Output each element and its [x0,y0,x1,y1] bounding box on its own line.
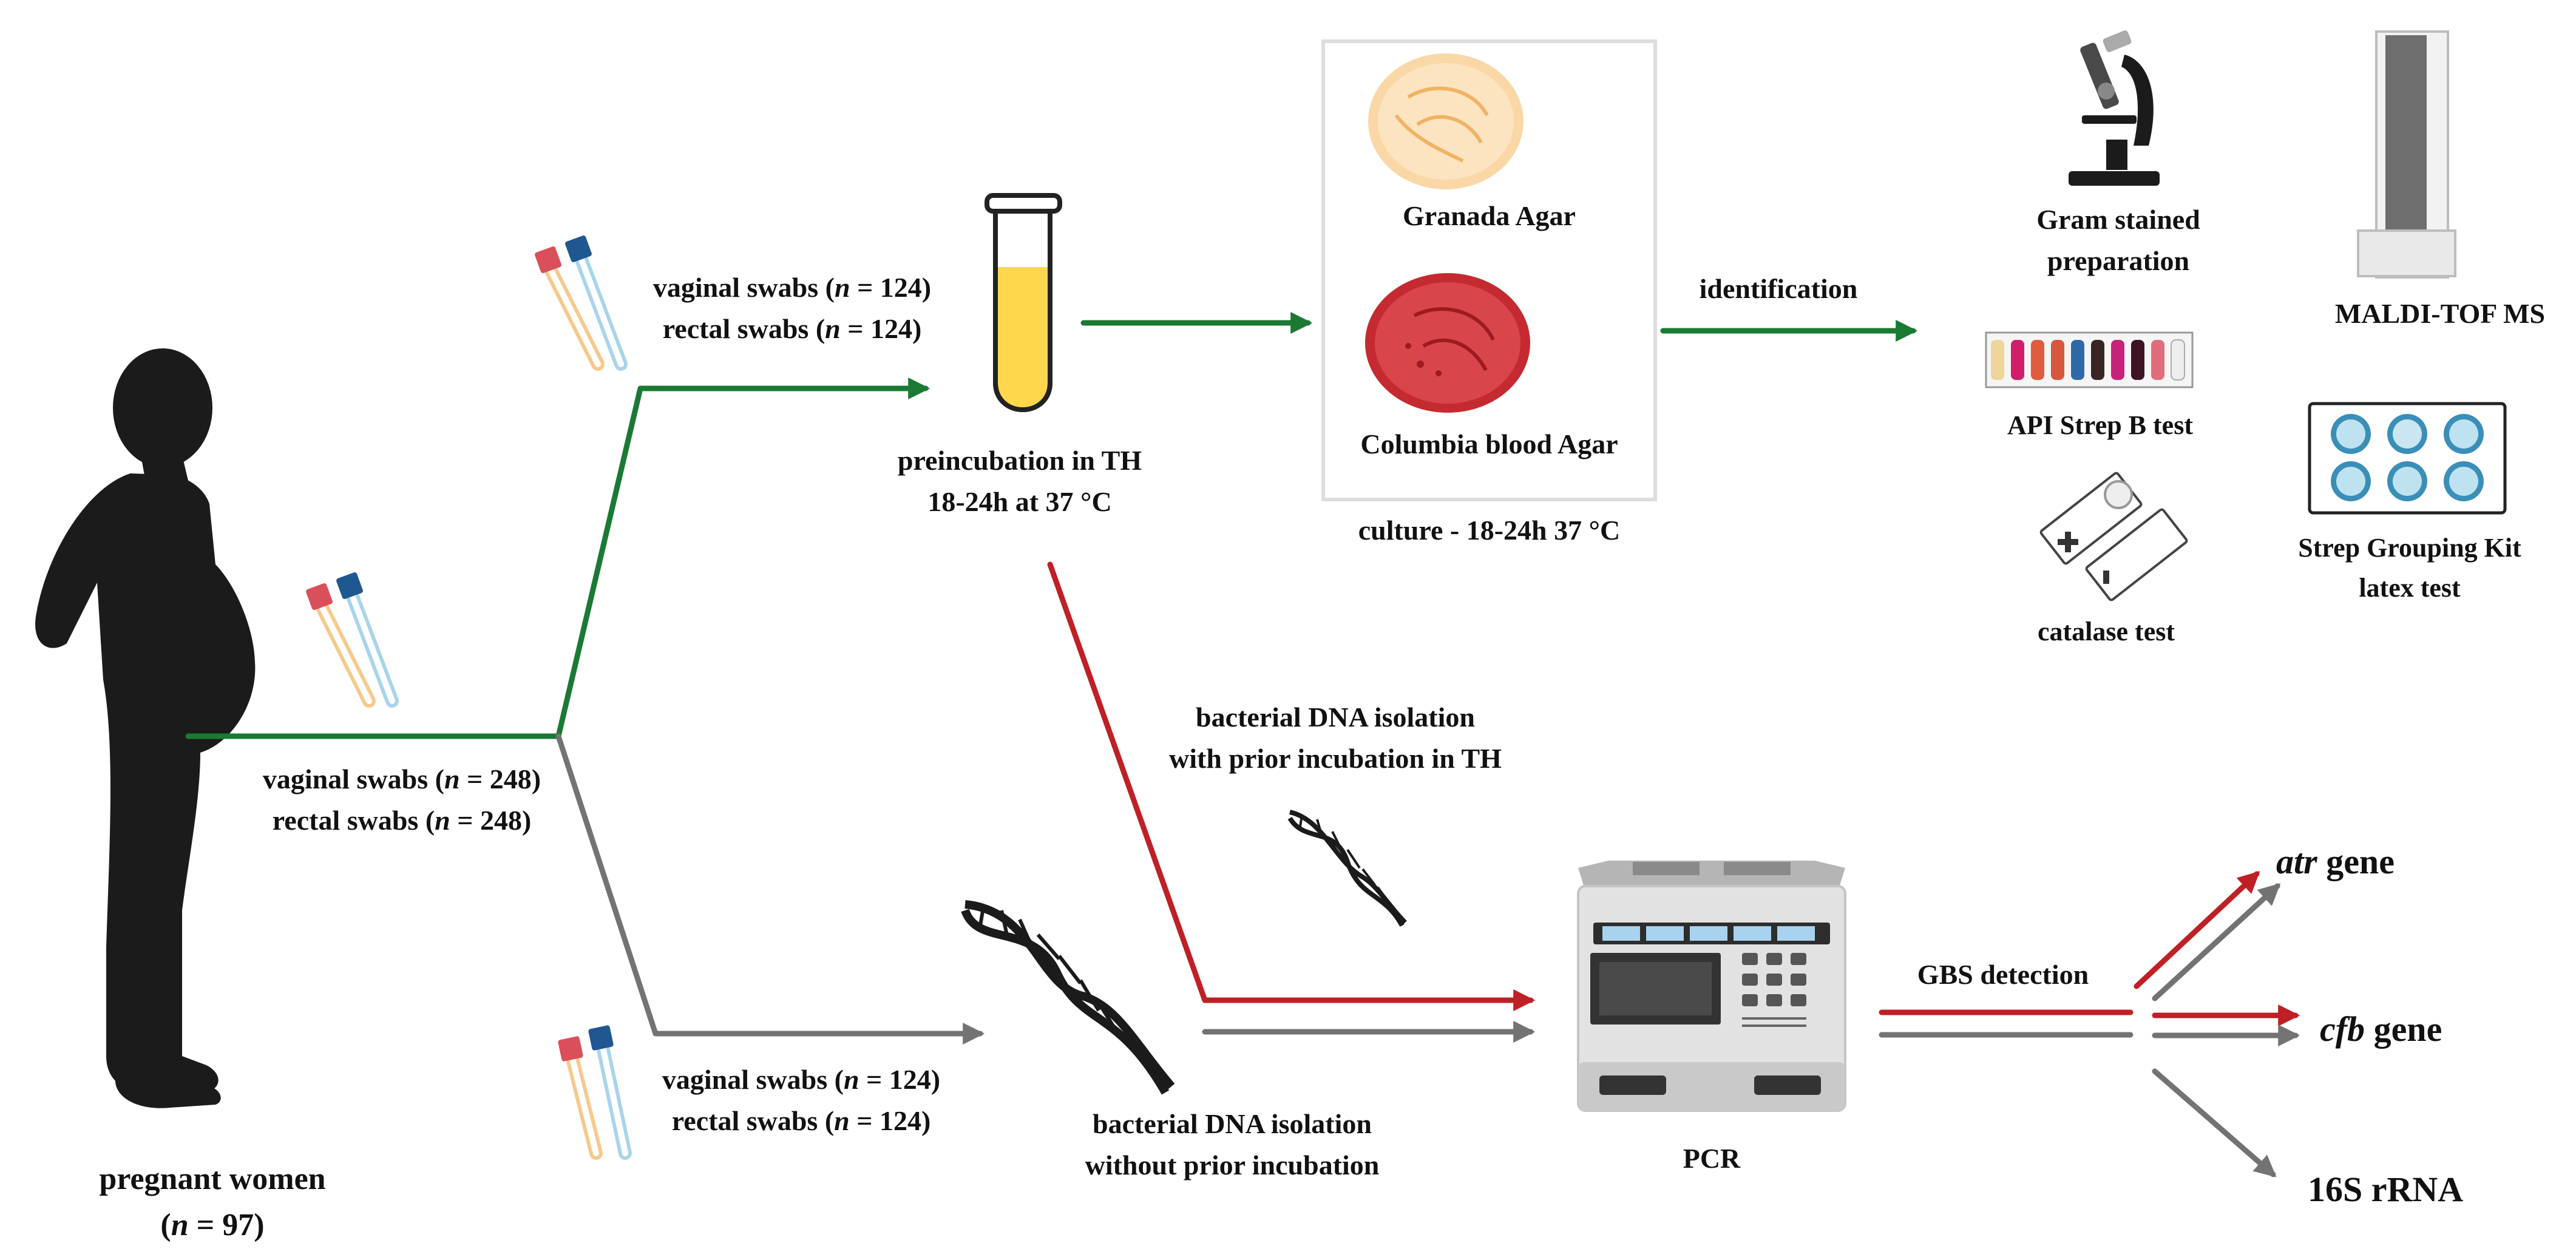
preincubation-line2: 18-24h at 37 °C [927,486,1112,517]
atr-gene-label: atr gene [2276,842,2395,881]
pcr-label: PCR [1683,1143,1741,1174]
gram-stain-line1: Gram stained [2036,204,2200,235]
upper-swabs-label: vaginal swabs (n = 124) rectal swabs (n … [622,267,962,350]
dna-prior-line1: bacterial DNA isolation [1196,702,1475,733]
catalase-label: catalase test [2037,617,2175,646]
strep-grouping-label: Strep Grouping Kit latex test [2276,528,2543,608]
maldi-tof-label: MALDI-TOF MS [2334,298,2546,329]
columbia-agar-label: Columbia blood Agar [1360,428,1618,459]
green-branch-arrow [555,378,930,739]
split-vaginal-swabs: vaginal swabs (n = 248) [262,764,541,794]
upper-vaginal-swabs: vaginal swabs (n = 124) [652,272,932,303]
dna-prior-label: bacterial DNA isolation with prior incub… [1153,697,1517,779]
pregnant-woman-icon [35,348,256,1108]
gram-stain-line2: preparation [2047,245,2190,276]
dna-without-line2: without prior incubation [1085,1150,1380,1180]
swab-tubes-upper-icon [535,235,628,371]
test-tube-icon [985,193,1062,412]
swab-tubes-middle-icon [306,572,399,708]
pregnant-women-line1: pregnant women [99,1162,326,1196]
catalase-slides-icon [2039,472,2188,601]
api-strep-label: API Strep B test [2007,410,2193,440]
culture-label: culture - 18-24h 37 °C [1358,515,1621,546]
api-strip-icon [1985,331,2194,388]
columbia-agar-plate-icon [1365,273,1530,413]
dna-prior-line2: with prior incubation in TH [1169,743,1502,774]
strep-grouping-line1: Strep Grouping Kit [2298,533,2521,563]
dna-without-label: bacterial DNA isolation without prior in… [1050,1103,1414,1186]
granada-agar-plate-icon [1368,53,1524,189]
split-rectal-swabs: rectal swabs (n = 248) [272,805,532,836]
microscope-icon [2069,30,2160,186]
lower-swabs-label: vaginal swabs (n = 124) rectal swabs (n … [631,1059,971,1142]
maldi-tof-instrument-icon [2357,30,2456,279]
upper-rectal-swabs: rectal swabs (n = 124) [662,313,922,344]
atr-gray-arrow [2152,883,2281,1001]
dna-helix-large-icon [961,900,1175,1095]
rrna-gray-arrow [2152,1068,2277,1177]
preincubation-line1: preincubation in TH [897,445,1142,476]
connector-lines [185,312,2300,1177]
pregnant-women-label: pregnant women (n = 97) [91,1156,334,1248]
pregnant-women-count: (n = 97) [160,1208,265,1242]
cfb-gene-label: cfb gene [2320,1009,2442,1049]
atr-red-arrow [2134,871,2260,989]
pcr-thermocycler-icon [1577,861,1846,1112]
preincubation-label: preincubation in TH 18-24h at 37 °C [862,440,1178,523]
strep-grouping-line2: latex test [2359,573,2461,603]
gram-stain-label: Gram stained preparation [1985,199,2252,282]
red-dna-arrow [1047,561,1536,1011]
granada-agar-label: Granada Agar [1403,200,1576,231]
swab-tubes-lower-icon [558,1025,632,1160]
dna-helix-small-icon [1287,810,1407,927]
split-swabs-label: vaginal swabs (n = 248) rectal swabs (n … [238,759,566,841]
rrna-label: 16S rRNA [2308,1170,2464,1209]
lower-rectal-swabs: rectal swabs (n = 124) [671,1105,931,1136]
gbs-detection-label: GBS detection [1917,959,2089,990]
lower-vaginal-swabs: vaginal swabs (n = 124) [662,1064,941,1095]
gray-branch-arrow [555,733,985,1045]
identification-label: identification [1699,273,1858,304]
dna-without-line1: bacterial DNA isolation [1093,1108,1372,1139]
latex-test-card-icon [2308,402,2507,515]
